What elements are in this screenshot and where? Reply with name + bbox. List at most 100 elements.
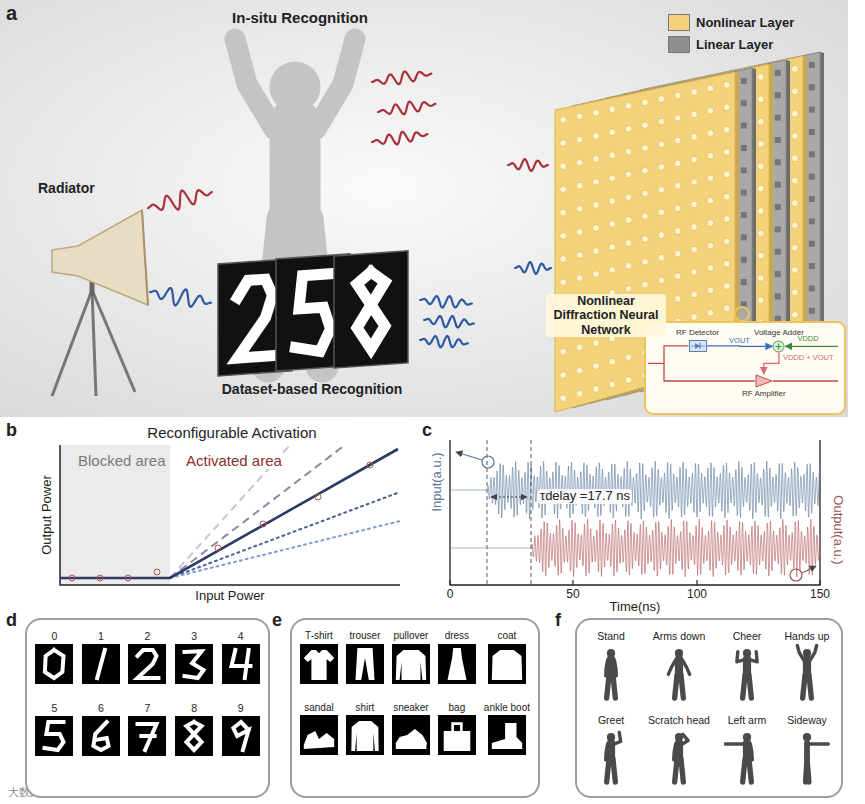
illustration-shape (97, 575, 103, 581)
illustration-shape (613, 675, 615, 699)
circuit-block: RF Amplifier (742, 372, 786, 399)
illustration-shape (576, 275, 583, 282)
signal-connector (764, 353, 779, 374)
illustration-shape (749, 759, 751, 783)
illustration-shape (594, 248, 600, 254)
illustration-shape (741, 77, 748, 84)
annotation-label: τdelay =17.7 ns (538, 489, 632, 504)
illustration-shape (724, 82, 731, 89)
pose-image (656, 644, 702, 702)
illustration-shape (148, 283, 212, 311)
detector-symbol (689, 340, 707, 352)
illustration-shape (60, 445, 400, 585)
illustration-shape (674, 137, 681, 144)
digit-image (82, 716, 120, 756)
class-label: 7 (145, 702, 151, 714)
illustration-shape (773, 380, 838, 381)
illustration-shape (642, 213, 649, 220)
illustration-shape (775, 271, 781, 277)
illustration-shape (609, 381, 616, 388)
illustration-shape (642, 281, 649, 288)
illustration-shape (45, 722, 64, 750)
illustration-shape (775, 249, 781, 255)
illustration-shape (758, 96, 765, 103)
illustration-shape (778, 343, 779, 349)
illustration-shape (741, 234, 747, 240)
illustration-shape (682, 734, 688, 744)
illustration-shape (447, 648, 466, 680)
legend-swatch (668, 36, 690, 53)
illustration-shape (658, 164, 665, 171)
illustration-shape (792, 88, 799, 95)
illustration-shape (741, 257, 747, 263)
image-cell: coat (484, 630, 530, 684)
pose-image (784, 644, 830, 702)
illustration-shape (355, 648, 374, 680)
illustration-shape (758, 163, 765, 170)
pose-image (588, 644, 634, 702)
illustration-shape (244, 650, 248, 678)
illustration-shape (658, 254, 665, 261)
image-cell: 2 (128, 630, 166, 684)
illustration-shape (593, 110, 600, 117)
illustration-shape (625, 171, 632, 178)
illustration-shape (743, 649, 751, 657)
illustration-shape (741, 123, 747, 129)
image-cell: bag (438, 702, 476, 756)
digit-image (35, 716, 73, 756)
illustration-shape (803, 733, 811, 741)
illustration-shape (707, 242, 714, 249)
illustration-shape (185, 651, 204, 678)
panel-letter: b (6, 420, 17, 441)
axis-title: Output(a.u.) (831, 495, 846, 564)
illustration-shape (215, 545, 221, 551)
illustration-shape (707, 220, 714, 227)
annotation-label: Nonlinear Diffraction Neural Network (546, 294, 666, 337)
illustration-shape (92, 290, 96, 396)
illustration-shape (809, 285, 815, 291)
illustration-shape (300, 644, 338, 684)
illustration-shape (351, 721, 378, 751)
illustration-shape (642, 258, 649, 265)
illustration-shape (93, 722, 108, 750)
illustration-shape (607, 649, 615, 657)
illustration-shape (792, 311, 799, 318)
illustration-shape (626, 263, 632, 269)
illustration-shape (420, 334, 469, 349)
illustration-shape (675, 205, 681, 211)
illustration-shape (607, 733, 615, 741)
illustration-shape (0, 0, 848, 417)
illustration-shape (792, 66, 799, 73)
illustration-shape (142, 734, 155, 738)
illustration-shape (775, 182, 781, 188)
illustration-shape (724, 126, 731, 133)
image-cell: pullover (392, 630, 430, 684)
illustration-shape (741, 167, 748, 174)
annotation-label: Radiator (38, 180, 95, 196)
class-label: 2 (145, 630, 151, 642)
digit-image (128, 644, 166, 684)
image-cell: T-shirt (300, 630, 338, 684)
illustration-shape (724, 283, 731, 290)
image-cell: Stand (588, 630, 634, 702)
illustration-shape (128, 716, 166, 756)
illustration-shape (708, 243, 714, 249)
illustration-shape (741, 78, 747, 84)
illustration-shape (809, 308, 815, 314)
illustration-shape (674, 205, 681, 212)
illustration-shape (560, 395, 567, 402)
class-label: trouser (349, 630, 380, 642)
illustration-shape (775, 159, 782, 166)
illustration-shape (357, 271, 385, 350)
illustration-shape (691, 111, 698, 118)
illustration-shape (577, 275, 583, 281)
adder-symbol (772, 340, 785, 353)
illustration-shape (741, 279, 747, 285)
illustration-shape (52, 290, 92, 396)
illustration-shape (170, 521, 400, 578)
illustration-shape (724, 238, 730, 244)
illustration-shape (609, 198, 616, 205)
image-cell: 9 (222, 702, 260, 756)
illustration-shape (707, 108, 714, 115)
illustration-shape (792, 155, 799, 162)
